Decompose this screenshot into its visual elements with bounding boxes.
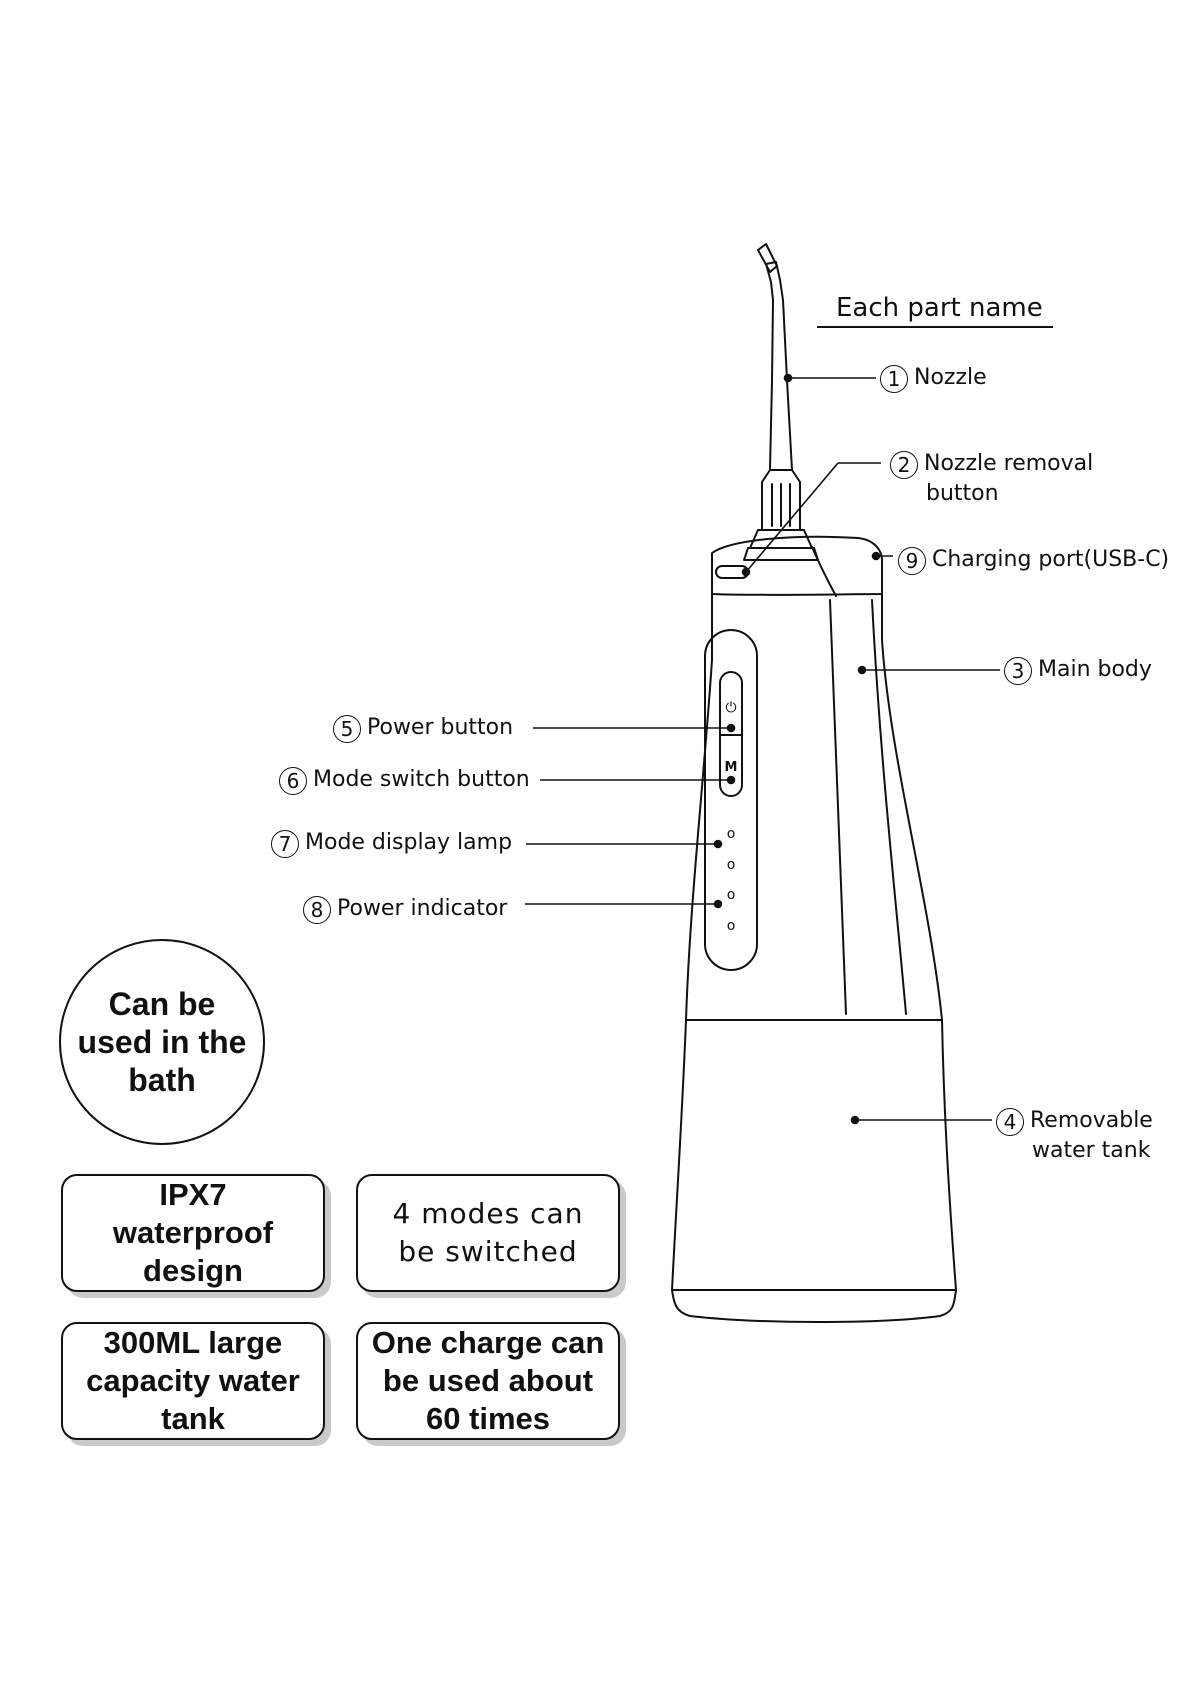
title-underline xyxy=(817,326,1053,328)
feature-box-modes: 4 modes can be switched xyxy=(356,1174,620,1292)
label-text: Nozzle xyxy=(914,365,987,390)
label-text: Nozzle removal xyxy=(924,451,1094,476)
label-number: 9 xyxy=(898,547,926,575)
label-number: 7 xyxy=(271,830,299,858)
feature-box-capacity: 300ML large capacity water tank xyxy=(61,1322,325,1440)
mode-icon: M xyxy=(725,760,738,775)
feature-text: Can be used in the bath xyxy=(77,986,247,1098)
feature-bath-circle: Can be used in the bath xyxy=(59,939,265,1145)
water-tank xyxy=(671,1019,957,1291)
label-number: 3 xyxy=(1004,657,1032,685)
mode-lamp-1: o xyxy=(727,826,736,842)
label-text-line2: button xyxy=(926,481,999,506)
label-text: Main body xyxy=(1038,657,1152,682)
feature-box-charge: One charge can be used about 60 times xyxy=(356,1322,620,1440)
mode-lamp-2: o xyxy=(727,857,736,873)
control-panel xyxy=(704,629,758,971)
body-top xyxy=(711,535,883,596)
power-lamp-1: o xyxy=(727,887,736,903)
feature-text: IPX7 waterproof design xyxy=(112,1177,274,1288)
label-text: Power indicator xyxy=(337,896,508,921)
feature-text: 4 modes can be switched xyxy=(392,1197,584,1268)
main-body xyxy=(685,593,943,1021)
label-number: 8 xyxy=(303,896,331,924)
label-text: Removable xyxy=(1030,1108,1153,1133)
label-number: 1 xyxy=(880,365,908,393)
power-lamp-2: o xyxy=(727,918,736,934)
label-text: Mode display lamp xyxy=(305,830,513,855)
label-number: 5 xyxy=(333,715,361,743)
feature-box-waterproof: IPX7 waterproof design xyxy=(61,1174,325,1292)
label-text: Power button xyxy=(367,715,514,740)
feature-text: 300ML large capacity water tank xyxy=(86,1325,300,1436)
label-number: 2 xyxy=(890,451,918,479)
label-text: Charging port(USB-C) xyxy=(932,547,1170,572)
power-icon: ⏻ xyxy=(725,700,736,716)
section-title: Each part name xyxy=(836,293,1043,323)
label-number: 4 xyxy=(996,1108,1024,1136)
nozzle-shaft xyxy=(765,261,793,471)
feature-text: One charge can be used about 60 times xyxy=(371,1325,605,1436)
label-text: Mode switch button xyxy=(313,767,530,792)
label-text-line2: water tank xyxy=(1032,1138,1151,1163)
label-number: 6 xyxy=(279,767,307,795)
